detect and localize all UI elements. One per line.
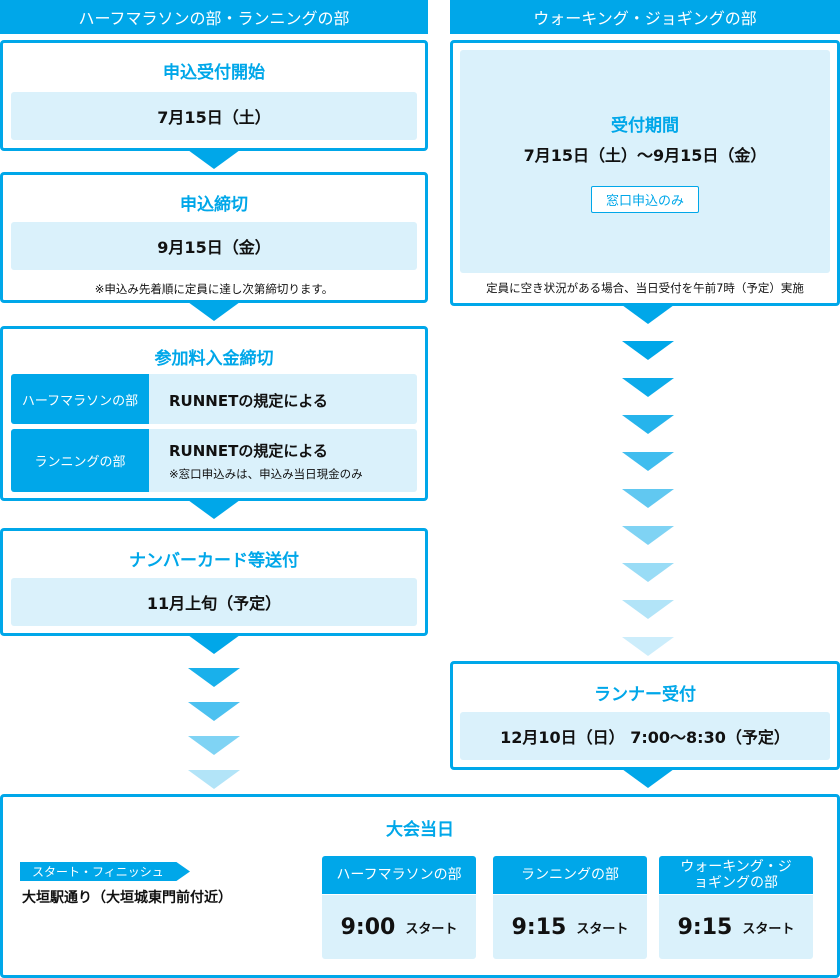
event-day-title: 大会当日 — [386, 820, 454, 840]
application-start-date: 7月15日（土） — [11, 92, 417, 140]
arrow-down-icon — [622, 378, 674, 397]
runner-reception-title: ランナー受付 — [594, 685, 696, 705]
box-payment-deadline: 参加料入金締切 ハーフマラソンの部 RUNNETの規定による ランニングの部 R… — [0, 326, 428, 501]
arrow-down-icon — [188, 668, 240, 687]
division-start-label: スタート — [576, 921, 629, 937]
event-place: 大垣駅通り（大垣城東門前付近） — [22, 890, 232, 906]
application-deadline-date: 9月15日（金） — [11, 222, 417, 270]
reception-period-panel: 受付期間 7月15日（土）～9月15日（金） 窓口申込のみ — [460, 50, 830, 273]
box-number-card: ナンバーカード等送付 11月上旬（予定） — [0, 528, 428, 636]
arrow-down-icon — [622, 305, 674, 324]
division-time: 9:15 — [511, 914, 567, 940]
runner-reception-date: 12月10日（日） 7:00～8:30（予定） — [460, 712, 830, 760]
arrow-down-icon — [188, 150, 240, 169]
start-finish-flag: スタート・フィニッシュ — [20, 862, 190, 881]
arrow-down-icon — [622, 341, 674, 360]
header-right: ウォーキング・ジョギングの部 — [450, 0, 840, 34]
reception-period-dates: 7月15日（土）～9月15日（金） — [523, 145, 767, 165]
reception-period-title: 受付期間 — [611, 115, 679, 136]
payment-row-label: ハーフマラソンの部 — [11, 374, 149, 424]
arrow-down-icon — [188, 770, 240, 789]
payment-row: ハーフマラソンの部 RUNNETの規定による — [11, 374, 417, 424]
arrow-down-icon — [622, 526, 674, 545]
payment-row: ランニングの部 RUNNETの規定による ※窓口申込みは、申込み当日現金のみ — [11, 429, 417, 492]
reception-period-note: 定員に空き状況がある場合、当日受付を午前7時（予定）実施 — [486, 281, 804, 295]
box-application-start: 申込受付開始 7月15日（土） — [0, 40, 428, 151]
arrow-down-icon — [622, 563, 674, 582]
division-walking-time-box: 9:15 スタート — [659, 895, 813, 959]
arrow-down-icon — [188, 702, 240, 721]
arrow-down-icon — [622, 452, 674, 471]
number-card-title: ナンバーカード等送付 — [129, 551, 299, 571]
division-half-marathon-header: ハーフマラソンの部 — [322, 856, 476, 894]
arrow-down-icon — [622, 637, 674, 656]
division-start-label: スタート — [405, 921, 458, 937]
division-half-marathon-time-box: 9:00 スタート — [322, 895, 476, 959]
division-walking-name: ウォーキング・ジョギングの部 — [680, 859, 792, 891]
box-reception-period: 受付期間 7月15日（土）～9月15日（金） 窓口申込のみ 定員に空き状況がある… — [450, 40, 840, 306]
arrow-down-icon — [622, 769, 674, 788]
arrow-down-icon — [622, 600, 674, 619]
payment-deadline-title: 参加料入金締切 — [154, 349, 274, 369]
arrow-down-icon — [188, 736, 240, 755]
application-deadline-title: 申込締切 — [180, 195, 248, 215]
number-card-date: 11月上旬（予定） — [11, 578, 417, 626]
division-time: 9:15 — [677, 914, 733, 940]
box-application-deadline: 申込締切 9月15日（金） ※申込み先着順に定員に達し次第締切ります。 — [0, 172, 428, 303]
payment-row-value: RUNNETの規定による — [169, 392, 328, 410]
header-left: ハーフマラソンの部・ランニングの部 — [0, 0, 428, 34]
application-start-title: 申込受付開始 — [163, 63, 265, 83]
arrow-down-icon — [188, 635, 240, 654]
arrow-down-icon — [622, 415, 674, 434]
division-start-label: スタート — [742, 921, 795, 937]
arrow-down-icon — [622, 489, 674, 508]
division-running-header: ランニングの部 — [493, 856, 647, 894]
division-running-time-box: 9:15 スタート — [493, 895, 647, 959]
arrow-down-icon — [188, 302, 240, 321]
arrow-down-icon — [188, 500, 240, 519]
payment-row-value: RUNNETの規定による — [169, 442, 328, 460]
division-time: 9:00 — [340, 914, 396, 940]
box-runner-reception: ランナー受付 12月10日（日） 7:00～8:30（予定） — [450, 661, 840, 770]
counter-only-badge: 窓口申込のみ — [590, 185, 699, 213]
application-deadline-note: ※申込み先着順に定員に達し次第締切ります。 — [94, 282, 334, 296]
payment-row-label: ランニングの部 — [11, 429, 149, 492]
division-walking-header: ウォーキング・ジョギングの部 — [659, 856, 813, 894]
payment-row-note: ※窓口申込みは、申込み当日現金のみ — [169, 467, 363, 481]
